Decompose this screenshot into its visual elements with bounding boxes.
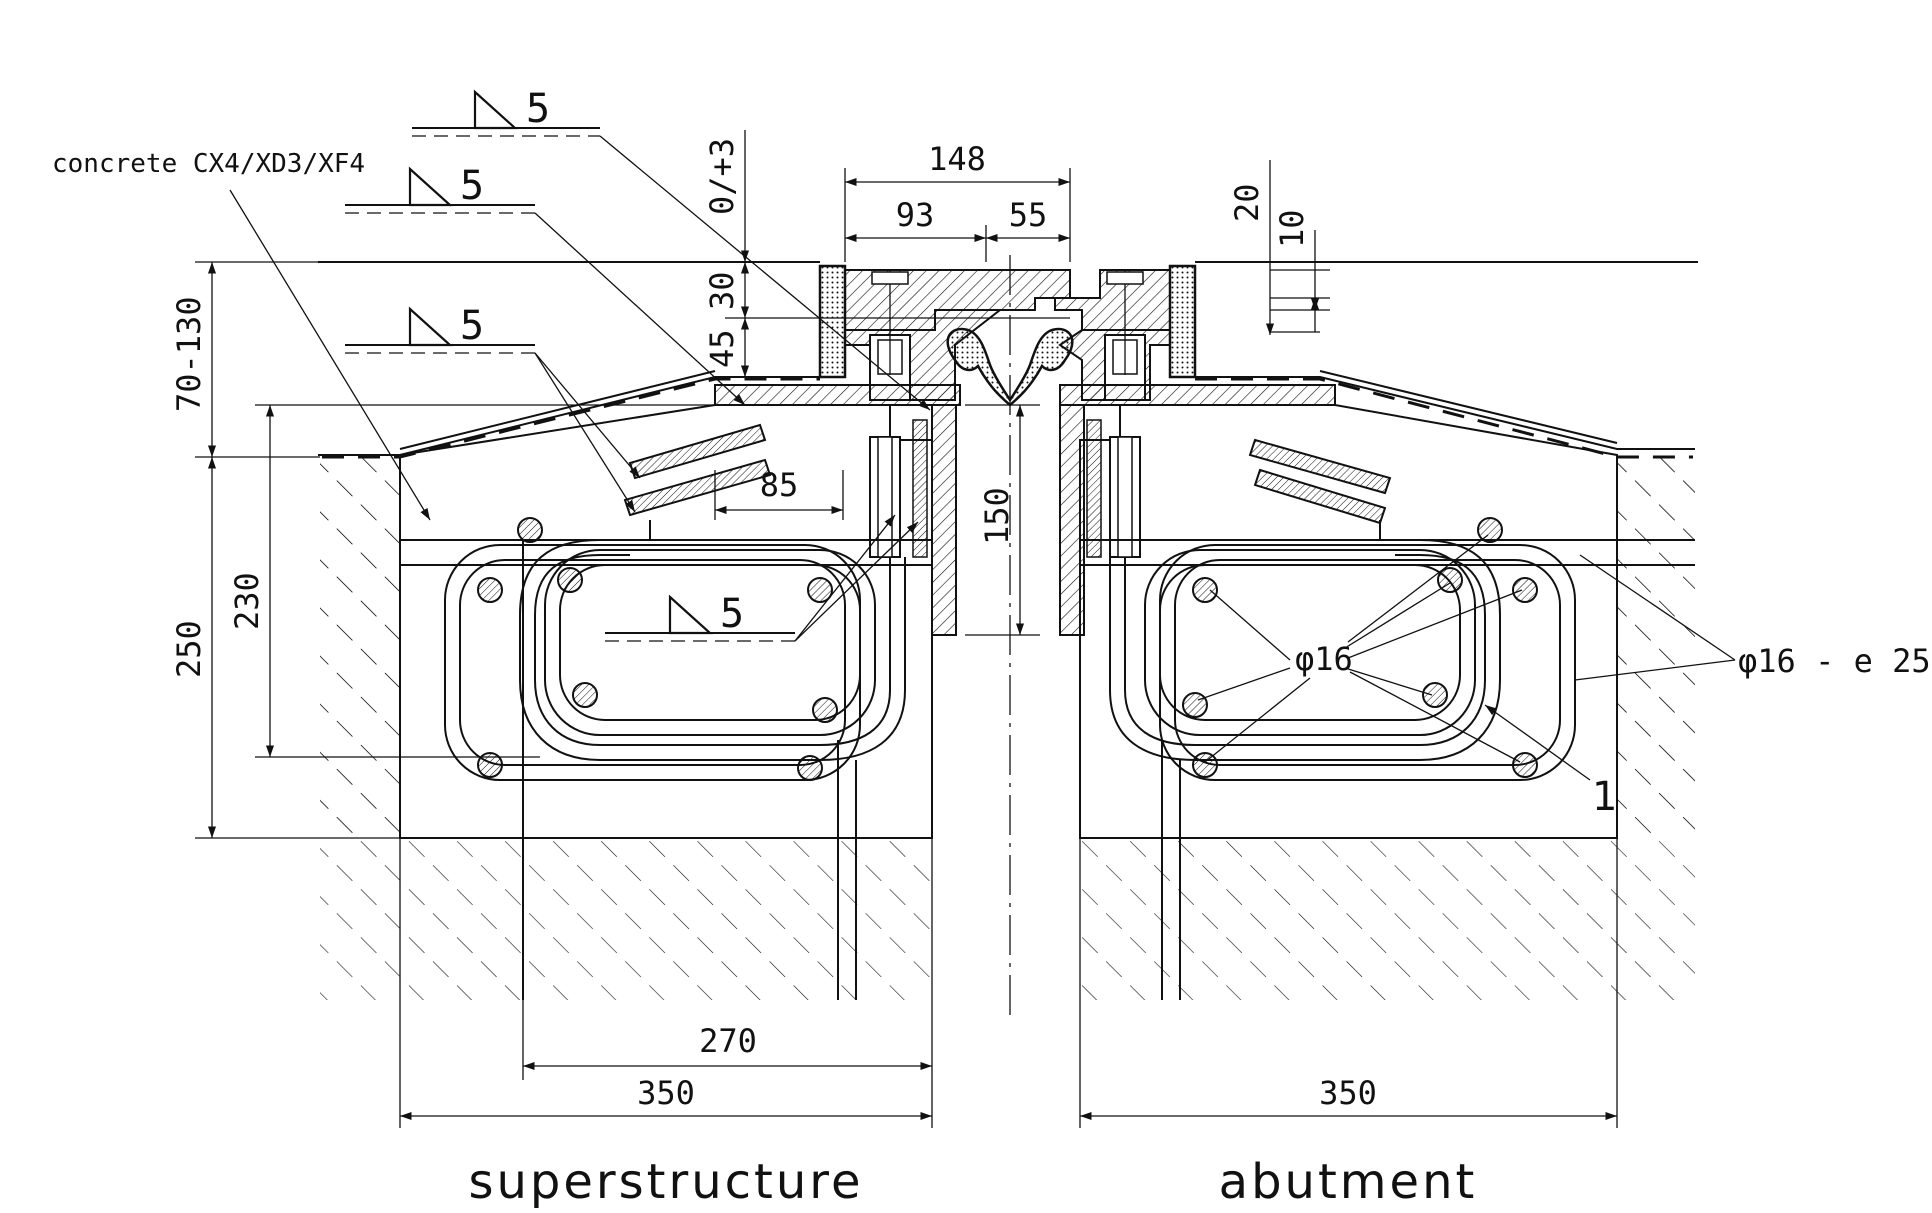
left-edge-profile xyxy=(714,264,1071,636)
anchor-bars xyxy=(869,419,1141,558)
dim-45: 45 xyxy=(703,329,741,368)
elastomer-seal xyxy=(946,327,1074,407)
bar-diameter-label: φ16 xyxy=(1295,640,1353,678)
dim-93: 93 xyxy=(896,196,935,234)
dim-10: 10 xyxy=(1273,209,1311,248)
dimension-lines xyxy=(195,130,1618,1128)
weld-size-4: 5 xyxy=(720,591,744,637)
dim-350-right: 350 xyxy=(1319,1074,1377,1112)
dim-230: 230 xyxy=(228,572,266,630)
dim-55: 55 xyxy=(1009,196,1048,234)
material-labels: concrete CX4/XD3/XF4 φ16 φ16 - e 250 1 s… xyxy=(52,149,1932,1210)
bar-spacing-label: φ16 - e 250 xyxy=(1738,642,1932,680)
dim-270: 270 xyxy=(699,1022,757,1060)
right-edge-profile xyxy=(1054,264,1336,636)
weld-size-3: 5 xyxy=(460,303,484,349)
dim-85: 85 xyxy=(760,466,799,504)
dim-30: 30 xyxy=(703,271,741,310)
dim-250: 250 xyxy=(170,620,208,678)
weld-annotations: 5 5 5 5 xyxy=(345,86,931,642)
road-surface xyxy=(318,261,1698,459)
dim-20: 20 xyxy=(1228,183,1266,222)
dim-150: 150 xyxy=(978,487,1016,545)
dim-0-plus-3: 0/+3 xyxy=(703,138,741,215)
soil-hatch xyxy=(320,455,1695,1000)
concrete-label: concrete CX4/XD3/XF4 xyxy=(52,149,365,179)
dim-350-left: 350 xyxy=(637,1074,695,1112)
abutment-block xyxy=(1079,404,1618,839)
dim-148: 148 xyxy=(928,140,986,178)
weld-size-1: 5 xyxy=(526,86,550,132)
abutment-label: abutment xyxy=(1219,1154,1478,1210)
dim-70-130: 70-130 xyxy=(170,296,208,412)
reinforcement-left xyxy=(400,423,932,1000)
dimension-labels: 148 93 55 0/+3 20 10 30 45 70-130 230 25… xyxy=(170,138,1377,1112)
item-number-label: 1 xyxy=(1592,774,1617,820)
superstructure-label: superstructure xyxy=(469,1154,864,1210)
weld-size-2: 5 xyxy=(460,163,484,209)
